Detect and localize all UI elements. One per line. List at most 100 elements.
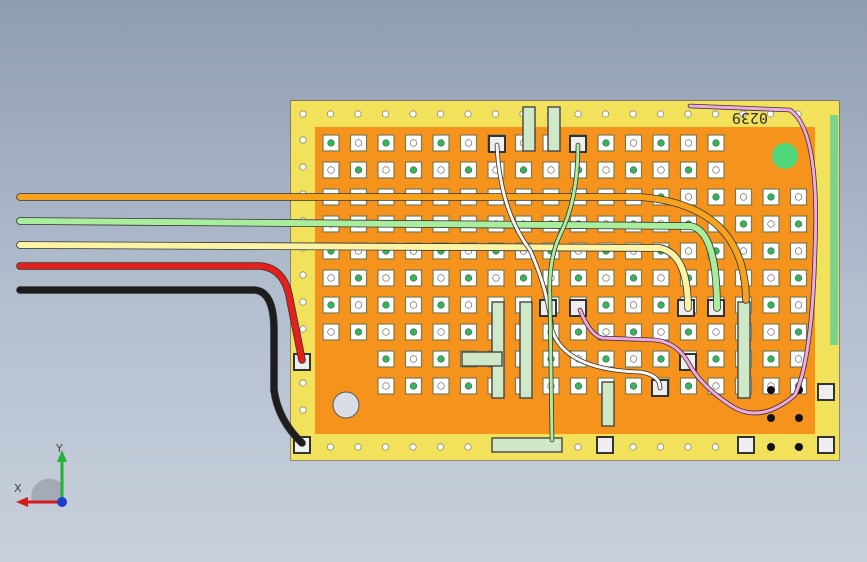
rail-dot — [381, 110, 390, 118]
rail-dot — [684, 443, 692, 451]
rail-dot — [739, 110, 747, 118]
pad-hole — [464, 382, 473, 390]
pad-hole — [712, 166, 720, 174]
rail-dot — [299, 271, 307, 279]
pad-hole — [382, 328, 390, 336]
wire-bundle[interactable] — [16, 103, 819, 447]
rail-dot — [299, 379, 307, 387]
pink-wire[interactable] — [578, 104, 818, 415]
red-wire[interactable] — [17, 263, 305, 363]
pad-hole — [409, 328, 418, 336]
pad-hole — [767, 355, 775, 363]
pad-hole — [574, 382, 583, 390]
pad-hole — [629, 382, 638, 390]
right-edge-strip — [830, 115, 838, 345]
rail-dot — [629, 443, 637, 451]
rail-dot — [711, 110, 720, 118]
rail-dot — [574, 443, 582, 451]
jumper-slot[interactable] — [522, 106, 536, 152]
pad-hole — [712, 193, 720, 201]
pad-hole — [409, 301, 418, 309]
pad-hole — [657, 355, 665, 363]
jumper-slot[interactable] — [519, 301, 533, 399]
pad-hole — [657, 328, 665, 336]
jumper-slot[interactable] — [547, 106, 561, 152]
pad-hole — [629, 166, 638, 174]
pad-hole — [684, 139, 693, 147]
pad-hole — [437, 301, 445, 309]
x-axis-head — [16, 497, 28, 507]
pad-hole — [767, 193, 775, 201]
rail-dot — [601, 110, 610, 118]
pad-hole — [382, 274, 390, 282]
pad-hole — [657, 274, 665, 282]
rail-dot — [656, 443, 665, 451]
axis-triad[interactable]: Y X — [14, 440, 74, 510]
left-rail — [291, 101, 315, 460]
pad-hole — [794, 193, 803, 201]
pad-hole — [409, 166, 418, 174]
x-axis-label: X — [14, 482, 22, 495]
pad-hole — [794, 220, 803, 228]
plated-hole — [795, 443, 803, 451]
pad-hole — [437, 382, 445, 390]
rail-dot — [436, 110, 445, 118]
status-indicator — [772, 143, 798, 169]
terminal[interactable] — [817, 383, 835, 401]
rail-dot — [656, 110, 665, 118]
pad-hole — [437, 274, 445, 282]
pad-hole — [437, 139, 445, 147]
pad-hole — [409, 355, 418, 363]
pad-hole — [464, 139, 473, 147]
pad-hole — [574, 274, 583, 282]
jumper-slot[interactable] — [461, 351, 503, 367]
pad-hole — [464, 166, 473, 174]
pad-hole — [712, 328, 720, 336]
jumper-slot[interactable] — [737, 301, 751, 399]
green-link-wire[interactable] — [548, 143, 580, 442]
pad-hole — [382, 382, 390, 390]
pad-hole — [547, 166, 555, 174]
pad-hole — [464, 274, 473, 282]
terminal[interactable] — [817, 436, 835, 454]
pad-hole — [602, 139, 610, 147]
rail-dot — [491, 110, 500, 118]
pad-hole — [354, 139, 363, 147]
stripboard[interactable] — [290, 100, 840, 461]
terminal[interactable] — [596, 436, 614, 454]
pad-hole — [437, 328, 445, 336]
orange-wire[interactable] — [17, 194, 749, 303]
pad-hole — [602, 166, 610, 174]
terminal[interactable] — [737, 436, 755, 454]
board-label: 0239 — [732, 109, 768, 127]
jumper-slot[interactable] — [601, 381, 615, 427]
jumper-slot[interactable] — [491, 437, 563, 453]
plated-hole — [767, 386, 775, 394]
yellow-wire[interactable] — [17, 242, 691, 311]
pad-hole — [409, 382, 418, 390]
rail-dot — [299, 163, 307, 171]
pad-hole — [794, 274, 803, 282]
pad-hole — [574, 328, 583, 336]
plated-hole — [795, 414, 803, 422]
y-axis-label: Y — [55, 442, 63, 455]
pad-hole — [794, 247, 803, 255]
pad-hole — [657, 166, 665, 174]
rail-dot — [409, 443, 417, 451]
pad-hole — [794, 328, 803, 336]
black-wire[interactable] — [17, 287, 305, 446]
jumper-slot[interactable] — [491, 301, 505, 399]
bottom-rail — [291, 434, 839, 460]
z-axis-dot — [57, 497, 67, 507]
rail-dot — [299, 298, 307, 306]
pad-hole — [354, 166, 363, 174]
green-wire[interactable] — [17, 218, 720, 311]
pad-hole — [382, 355, 390, 363]
pad-hole — [437, 355, 445, 363]
rail-dot — [326, 443, 335, 451]
rail-dot — [299, 325, 307, 333]
rail-dot — [574, 110, 582, 118]
rail-dot — [711, 443, 720, 451]
axis-plane — [31, 478, 62, 502]
